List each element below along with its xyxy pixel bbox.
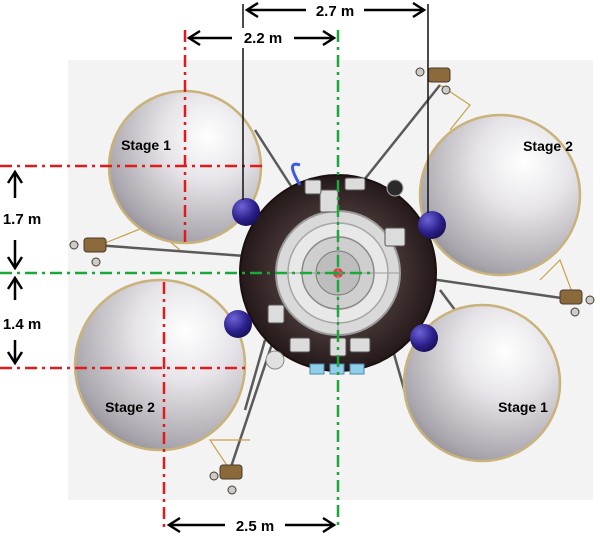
guide-lines [0, 30, 375, 528]
attitude-thrusters [224, 198, 446, 352]
dim-label-top-inner: 2.2 m [244, 30, 282, 47]
tank-label-bottom-left: Stage 2 [105, 399, 155, 415]
pod-right [559, 289, 595, 317]
dim-label-left-upper: 1.7 m [3, 211, 41, 228]
pod-top [415, 67, 451, 95]
dim-label-left-lower: 1.4 m [3, 316, 41, 333]
tank-bottom-left [73, 278, 247, 452]
pod-left [69, 237, 107, 267]
dim-label-top-outer: 2.7 m [316, 3, 354, 20]
tank-top-right [418, 113, 582, 277]
tank-bottom-right [402, 303, 562, 463]
dim-label-bottom: 2.5 m [236, 518, 274, 535]
pod-bottom [209, 464, 243, 495]
tank-label-top-right: Stage 2 [523, 138, 573, 154]
label-backgrounds [0, 1, 364, 536]
tank-label-top-left: Stage 1 [121, 137, 171, 153]
tank-label-bottom-right: Stage 1 [498, 399, 548, 415]
thruster-pods [69, 67, 595, 495]
